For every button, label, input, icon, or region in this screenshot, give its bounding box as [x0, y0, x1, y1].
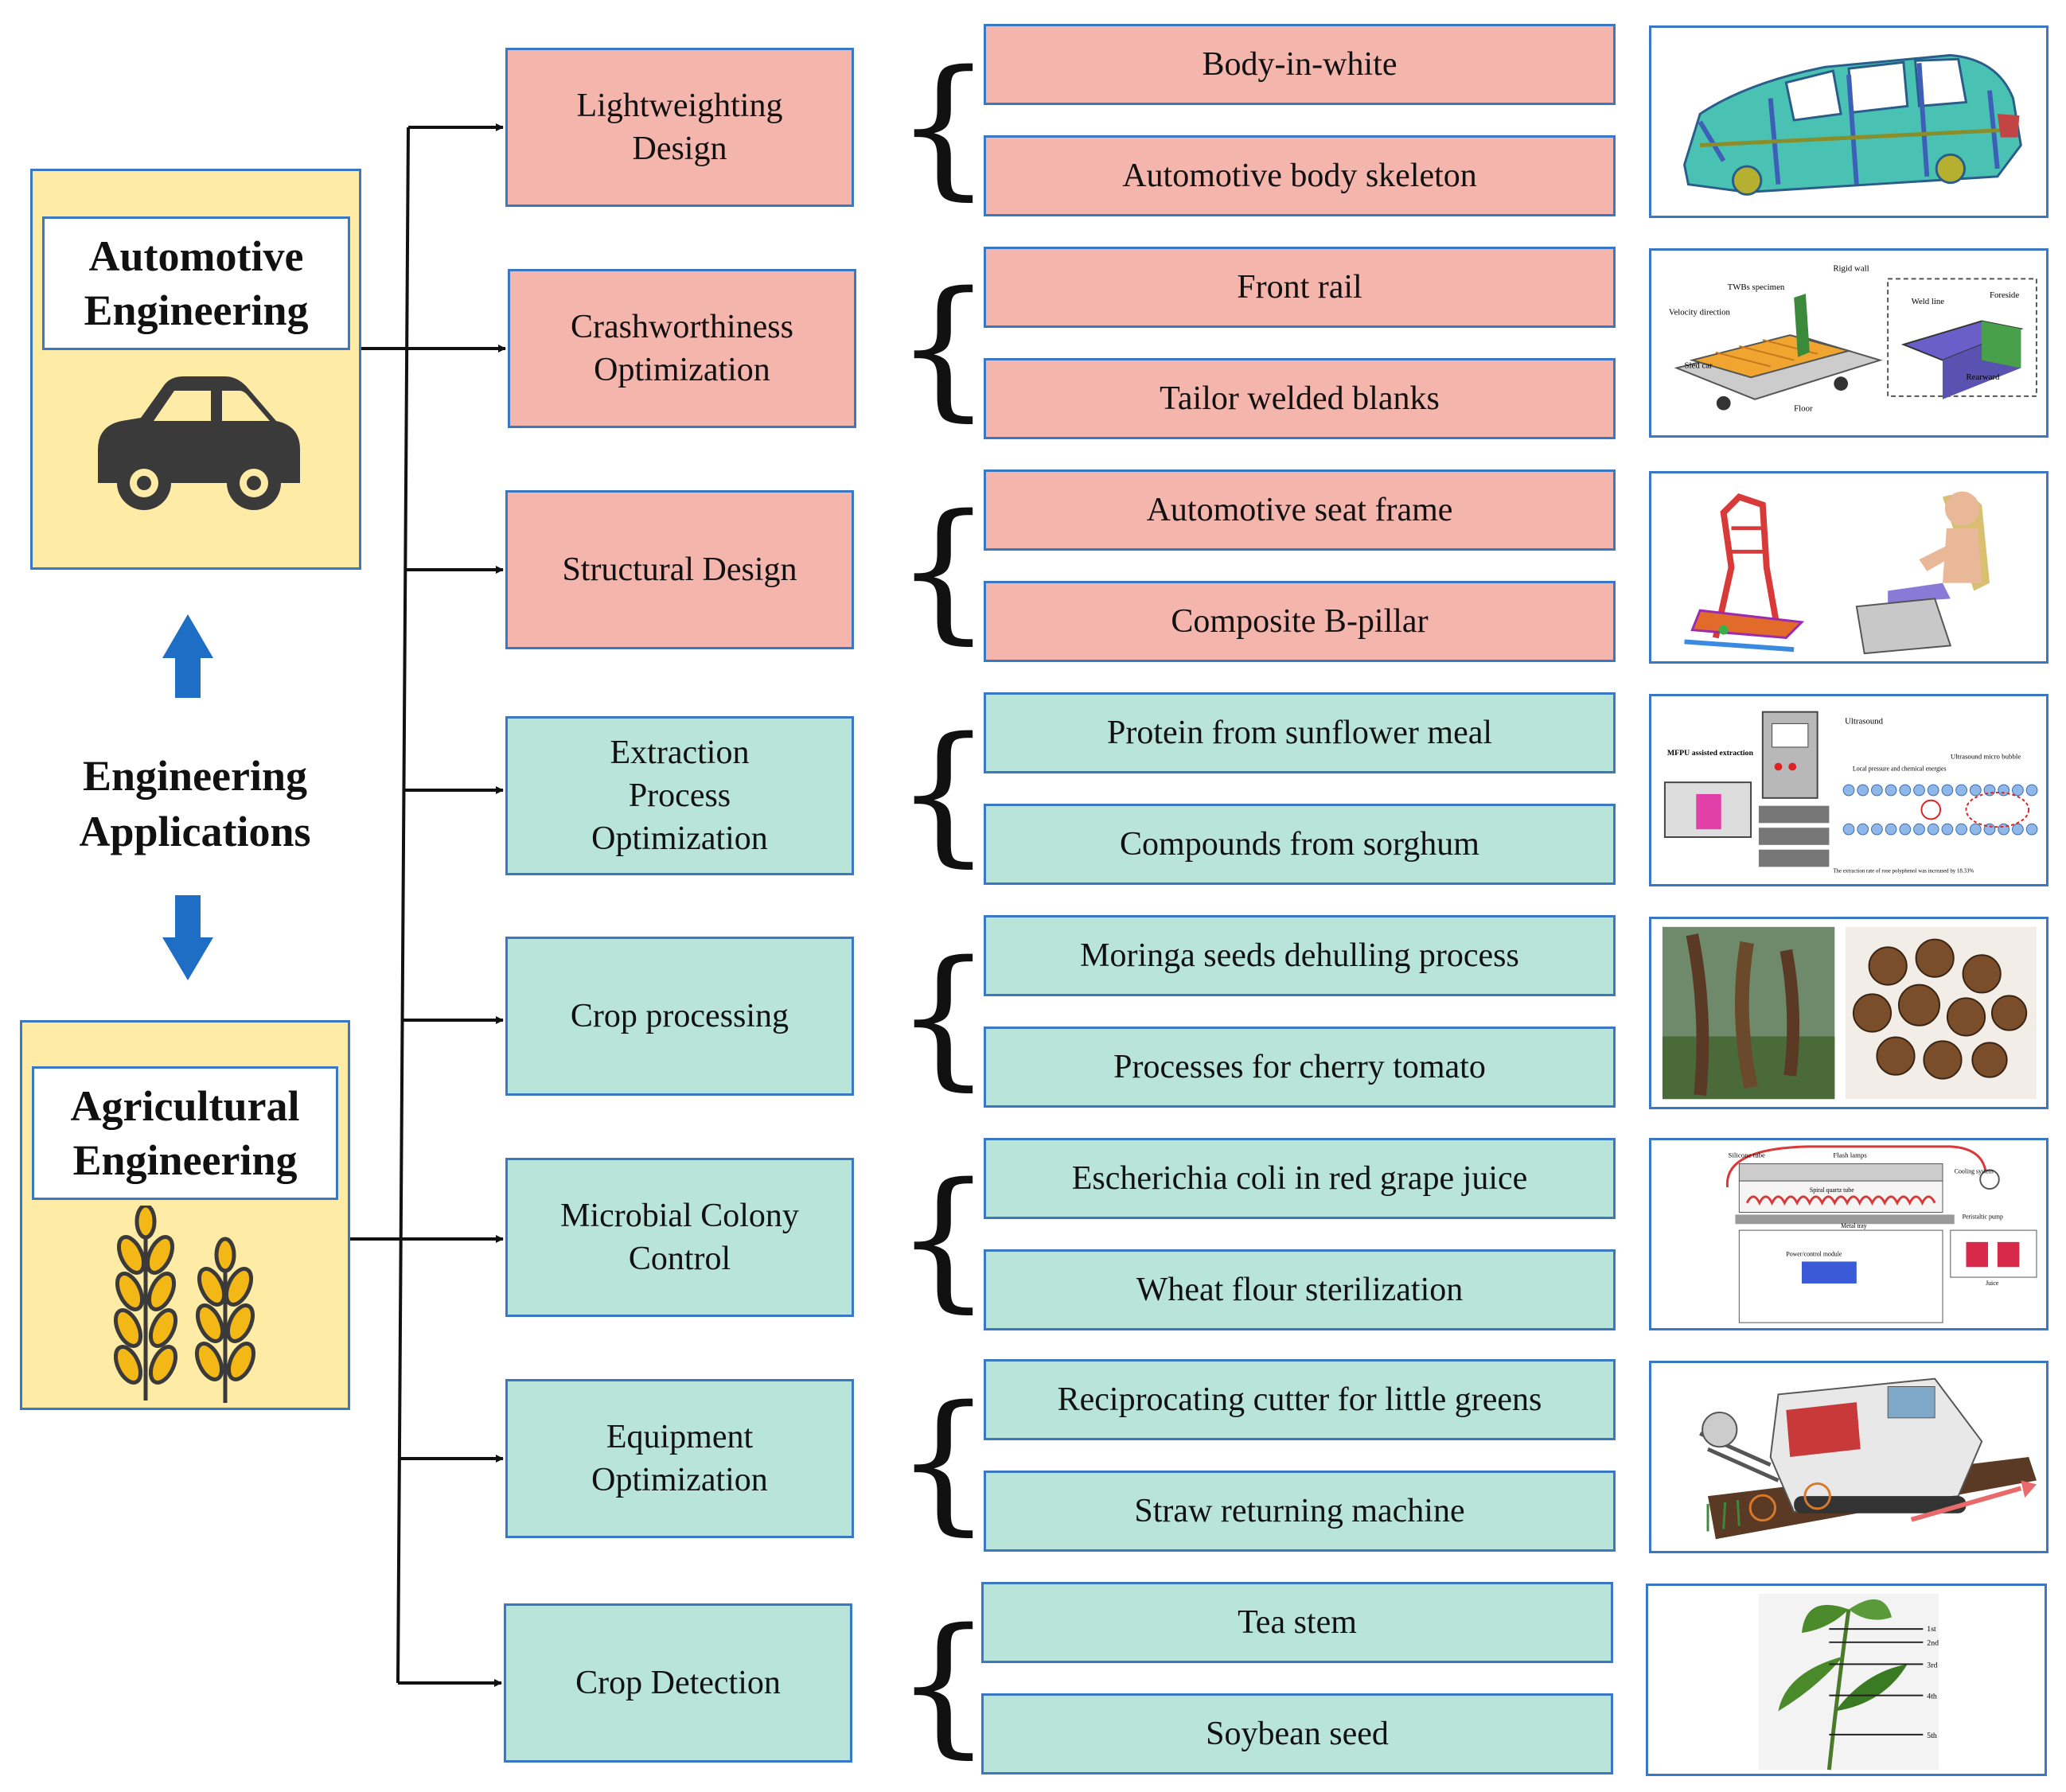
label-power-module: Power/control module [1786, 1251, 1842, 1258]
label-floor: Floor [1794, 404, 1813, 414]
label-silicone-tube: Silicone tube [1729, 1151, 1765, 1159]
label-cooling-system: Cooling system [1955, 1167, 1994, 1175]
item-soybean-seed: Soybean seed [981, 1693, 1613, 1774]
item-automotive-body-skeleton: Automotive body skeleton [984, 135, 1616, 216]
label-foreside: Foreside [1990, 290, 2019, 300]
figure-tea-stem: 1st 2nd 3rd 4th 5th [1646, 1584, 2047, 1776]
label-rearward: Rearward [1966, 372, 2000, 382]
brace: { [895, 705, 992, 881]
figure-body-in-white [1649, 25, 2048, 218]
label-spiral-quartz: Spiral quartz tube [1810, 1186, 1854, 1194]
label-sled-car: Sled car [1685, 360, 1713, 370]
brace: { [895, 1151, 992, 1326]
label-flash-lamps: Flash lamps [1833, 1151, 1867, 1159]
figure-seat-frame [1649, 471, 2048, 664]
label-extraction-rate: The extraction rate of rose polyphenol w… [1833, 868, 1974, 874]
label-peristaltic-pump: Peristaltic pump [1963, 1213, 2003, 1220]
figure-crash-test: TWBs specimen Rigid wall Velocity direct… [1649, 248, 2048, 438]
label-twbs-specimen: TWBs specimen [1728, 282, 1785, 292]
label-ultrasound: Ultrasound [1845, 716, 1884, 726]
brace: { [895, 1596, 992, 1772]
label-1st: 1st [1927, 1625, 1936, 1634]
label-5th: 5th [1927, 1732, 1937, 1740]
figure-harvester [1649, 1361, 2048, 1553]
figure-extraction: MFPU assisted extraction Ultrasound Loca… [1649, 694, 2048, 886]
item-moringa-seeds-dehulling: Moringa seeds dehulling process [984, 915, 1616, 996]
item-tea-stem: Tea stem [981, 1582, 1613, 1663]
item-wheat-flour-sterilization: Wheat flour sterilization [984, 1249, 1616, 1330]
label-velocity-direction: Velocity direction [1669, 308, 1731, 317]
label-juice: Juice [1986, 1280, 1999, 1287]
label-2nd: 2nd [1927, 1639, 1939, 1648]
item-escherichia-coli-red-grape-juice: Escherichia coli in red grape juice [984, 1138, 1616, 1219]
item-reciprocating-cutter: Reciprocating cutter for little greens [984, 1359, 1616, 1440]
label-rigid-wall: Rigid wall [1833, 264, 1869, 274]
label-micro-bubble: Ultrasound micro bubble [1951, 753, 2021, 761]
item-compounds-from-sorghum: Compounds from sorghum [984, 804, 1616, 885]
label-4th: 4th [1927, 1693, 1937, 1701]
label-weld-line: Weld line [1912, 297, 1945, 306]
item-composite-b-pillar: Composite B-pillar [984, 581, 1616, 662]
category-crop-detection: Crop Detection [504, 1603, 852, 1763]
up-arrow-icon [162, 614, 213, 698]
brace: { [895, 1373, 992, 1549]
label-mfpu: MFPU assisted extraction [1667, 749, 1754, 758]
down-arrow-icon [162, 895, 213, 980]
category-structural-design: Structural Design [505, 490, 854, 649]
item-body-in-white: Body-in-white [984, 24, 1616, 105]
item-protein-from-sunflower-meal: Protein from sunflower meal [984, 692, 1616, 773]
item-tailor-welded-blanks: Tailor welded blanks [984, 358, 1616, 439]
item-straw-returning-machine: Straw returning machine [984, 1471, 1616, 1552]
item-processes-for-cherry-tomato: Processes for cherry tomato [984, 1027, 1616, 1108]
category-crop-processing: Crop processing [505, 937, 854, 1096]
figure-moringa [1649, 917, 2048, 1109]
figure-uv-sterilization: Silicone tube Flash lamps Spiral quartz … [1649, 1138, 2048, 1330]
label-local-pressure: Local pressure and chemical energies [1853, 765, 1947, 772]
label-3rd: 3rd [1927, 1661, 1937, 1669]
brace: { [895, 38, 992, 214]
car-icon [98, 376, 300, 510]
wheat-icon [113, 1206, 256, 1403]
brace: { [895, 929, 992, 1104]
brace: { [895, 259, 992, 435]
item-front-rail: Front rail [984, 247, 1616, 328]
brace: { [895, 482, 992, 658]
item-automotive-seat-frame: Automotive seat frame [984, 469, 1616, 551]
label-metal-tray: Metal tray [1841, 1222, 1867, 1229]
